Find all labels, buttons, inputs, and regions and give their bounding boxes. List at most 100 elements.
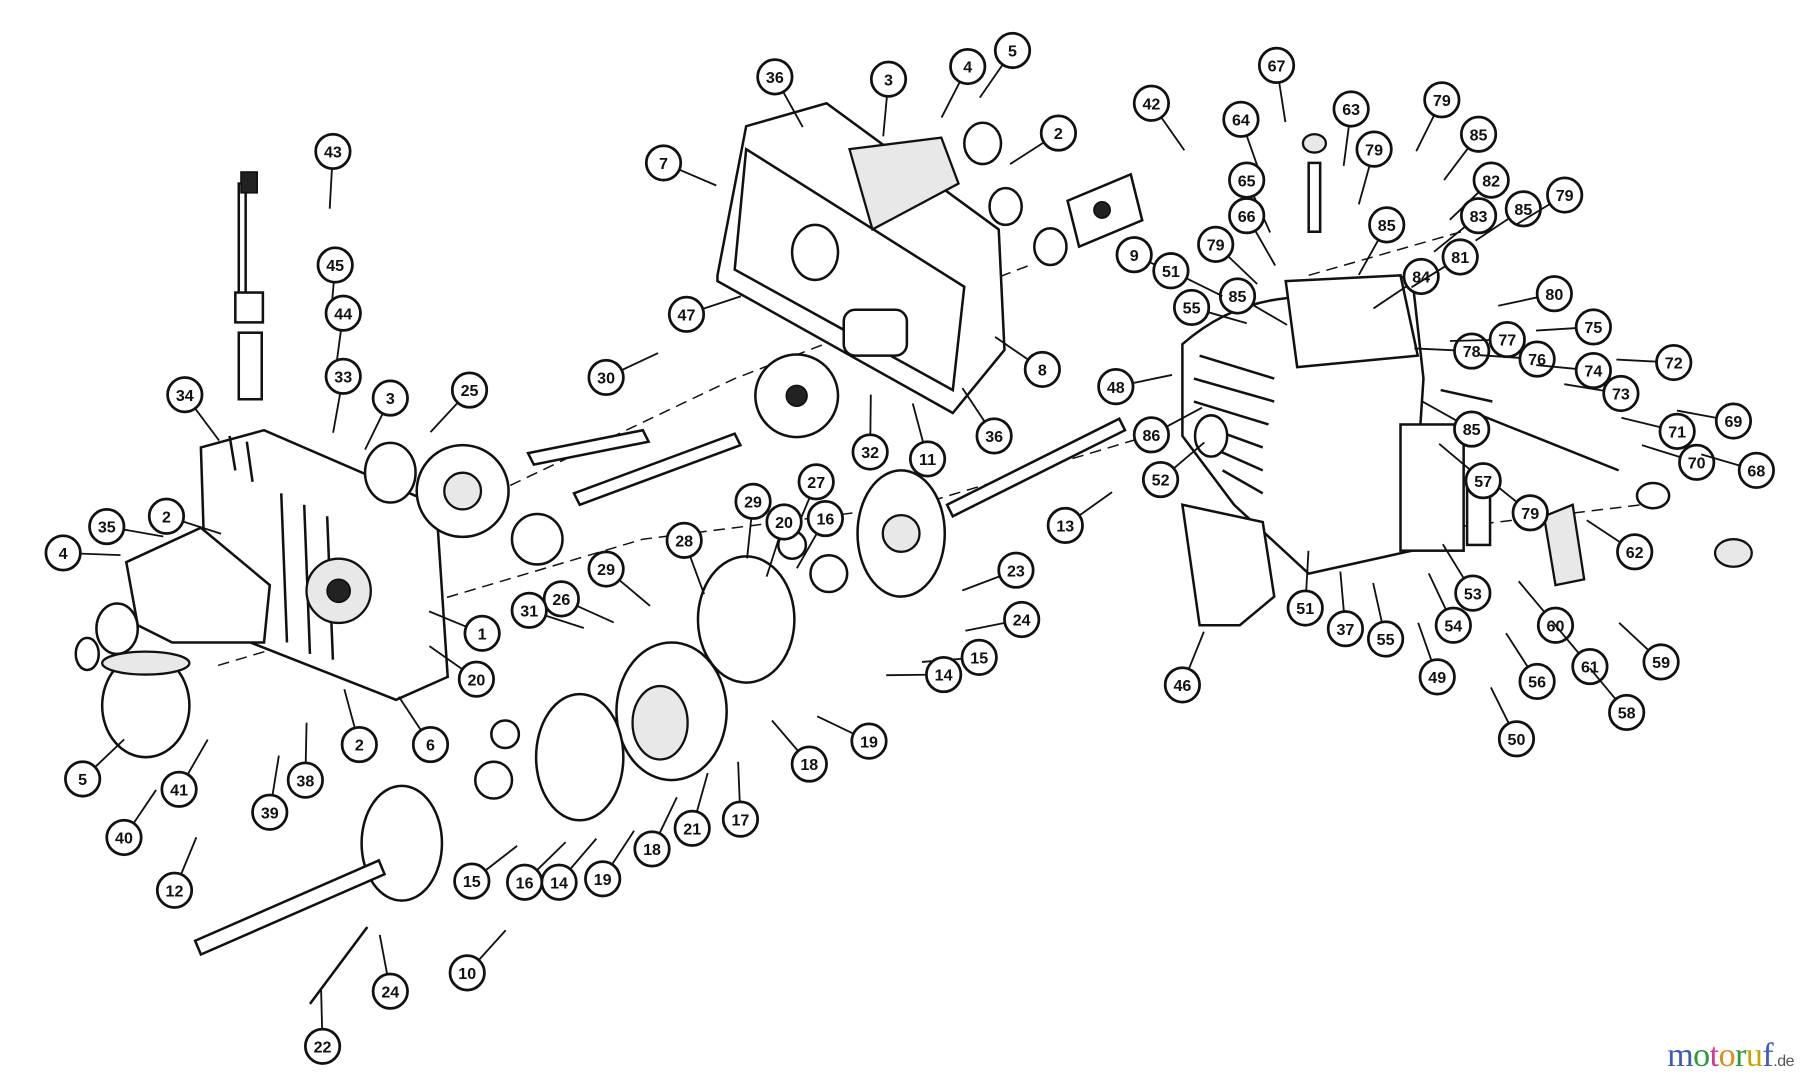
leader-line xyxy=(1372,582,1383,623)
callout-number: 3 xyxy=(884,71,893,89)
callout-circle xyxy=(314,132,352,171)
leader-line xyxy=(94,738,125,768)
callout-circle xyxy=(765,503,803,541)
callout-62: 62 xyxy=(1586,519,1654,571)
callout-12: 12 xyxy=(155,836,198,909)
callout-18: 18 xyxy=(633,796,678,868)
callout-circle xyxy=(721,800,760,838)
callout-number: 13 xyxy=(1056,518,1074,536)
callout-circle xyxy=(1574,308,1612,346)
leader-line xyxy=(428,610,467,628)
leader-line xyxy=(271,755,280,796)
callout-number: 78 xyxy=(1463,343,1481,361)
callout-circle xyxy=(1459,115,1498,153)
leader-line xyxy=(1621,416,1661,429)
callout-3: 3 xyxy=(364,379,409,451)
leader-line xyxy=(1479,354,1521,359)
callout-number: 68 xyxy=(1747,463,1765,481)
callout-number: 39 xyxy=(261,804,279,822)
callout-number: 36 xyxy=(766,69,784,87)
callout-number: 11 xyxy=(919,451,936,469)
leader-line xyxy=(1254,230,1276,266)
leader-line xyxy=(1357,165,1371,205)
callout-26: 26 xyxy=(542,580,615,624)
callout-number: 79 xyxy=(1521,505,1539,523)
watermark-letter: f xyxy=(1762,1037,1774,1074)
callout-circle xyxy=(1602,374,1640,413)
callout-number: 23 xyxy=(1007,562,1025,580)
callout-circle xyxy=(1326,610,1365,648)
callout-number: 82 xyxy=(1482,172,1500,190)
callout-number: 72 xyxy=(1665,355,1683,373)
callout-circle xyxy=(1511,494,1549,532)
callout-58: 58 xyxy=(1589,667,1646,732)
leader-line xyxy=(965,621,1005,632)
callout-number: 40 xyxy=(115,830,133,848)
leader-line xyxy=(569,838,598,870)
callout-circle xyxy=(1518,340,1556,378)
callout-27: 27 xyxy=(793,463,835,536)
callout-number: 70 xyxy=(1688,454,1706,472)
callout-19: 19 xyxy=(584,830,635,898)
callout-circle xyxy=(147,497,186,535)
callout-24: 24 xyxy=(371,934,409,1010)
callout-34: 34 xyxy=(166,376,220,442)
callout-circle xyxy=(1608,693,1646,732)
callout-circle xyxy=(450,371,489,409)
callout-circle xyxy=(1366,620,1405,658)
callout-number: 49 xyxy=(1428,669,1446,687)
callout-number: 79 xyxy=(1365,141,1383,159)
leader-line xyxy=(737,761,741,802)
callout-number: 2 xyxy=(1054,125,1063,143)
callout-82: 82 xyxy=(1449,161,1510,221)
leader-line xyxy=(1676,409,1717,419)
callout-circle xyxy=(1197,225,1235,263)
callout-circle xyxy=(1616,533,1654,571)
leader-line xyxy=(1207,311,1248,325)
callout-number: 73 xyxy=(1612,386,1630,404)
callout-29: 29 xyxy=(734,482,772,559)
leader-line xyxy=(1536,327,1577,332)
callout-circle xyxy=(453,862,491,900)
callout-circle xyxy=(1472,161,1510,199)
callout-circle xyxy=(1497,720,1536,758)
callout-circle xyxy=(371,379,409,417)
callout-circle xyxy=(1441,238,1479,276)
callout-circle xyxy=(1286,589,1324,627)
callout-number: 85 xyxy=(1470,126,1488,144)
callout-circle xyxy=(1222,100,1260,138)
callout-85: 85 xyxy=(1443,115,1498,181)
leader-line xyxy=(961,575,1001,592)
callout-number: 14 xyxy=(935,667,953,685)
callout-number: 3 xyxy=(386,390,395,408)
callout-23: 23 xyxy=(961,551,1035,592)
callout-16: 16 xyxy=(506,841,567,901)
callout-number: 18 xyxy=(643,841,661,859)
callout-7: 7 xyxy=(644,144,717,187)
callout-circle xyxy=(371,972,409,1010)
callout-number: 65 xyxy=(1238,172,1256,190)
callout-19: 19 xyxy=(816,715,888,760)
callout-4: 4 xyxy=(44,534,121,572)
callout-number: 31 xyxy=(520,602,538,620)
callout-number: 4 xyxy=(963,59,972,77)
callout-74: 74 xyxy=(1536,351,1612,390)
callout-number: 21 xyxy=(683,820,701,838)
callout-number: 10 xyxy=(458,965,476,983)
callout-number: 35 xyxy=(98,519,116,537)
callout-circle xyxy=(286,761,324,799)
callout-28: 28 xyxy=(665,521,705,595)
callout-2: 2 xyxy=(340,688,378,764)
callout-10: 10 xyxy=(448,929,507,992)
callout-number: 28 xyxy=(675,533,693,551)
callout-51: 51 xyxy=(1286,550,1324,627)
callout-circle xyxy=(463,614,501,652)
callout-55: 55 xyxy=(1172,288,1248,327)
leader-line xyxy=(1427,573,1447,611)
callout-number: 83 xyxy=(1470,208,1488,226)
leader-line xyxy=(484,845,518,872)
callout-circle xyxy=(1097,368,1135,406)
callout-number: 5 xyxy=(1008,43,1017,61)
callout-number: 80 xyxy=(1545,286,1563,304)
